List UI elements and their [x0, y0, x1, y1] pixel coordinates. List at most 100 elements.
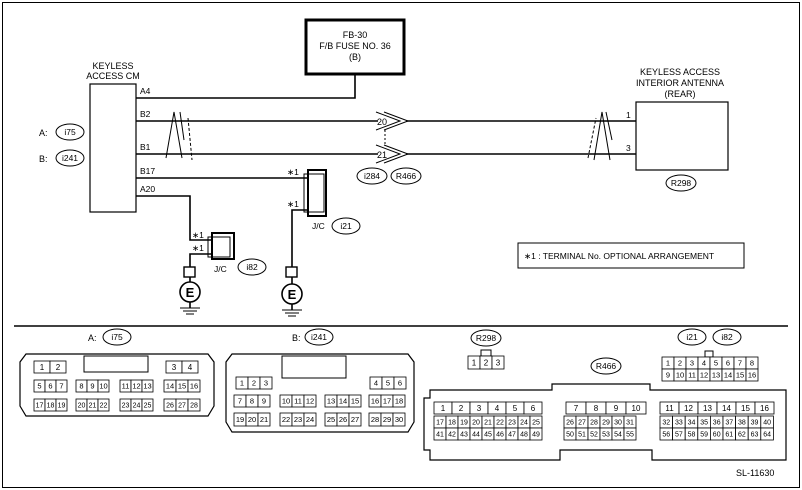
conn-b-prefix: B: — [292, 333, 301, 343]
pin-number: 17 — [383, 397, 391, 406]
antenna-title-3: (REAR) — [665, 89, 696, 99]
pin-number: 19 — [460, 420, 468, 427]
pin-cell — [97, 398, 110, 412]
pin-number: 64 — [763, 432, 771, 439]
pin-number: 2 — [678, 359, 682, 368]
conn-r298-name: R298 — [476, 333, 497, 343]
conn-a-prefix: A: — [88, 333, 97, 343]
pin-number: 9 — [262, 397, 266, 406]
inline-pin-20: 20 — [377, 117, 387, 127]
pin-number: 22 — [100, 403, 108, 410]
jc-lower-star-1: ∗1 — [192, 230, 204, 240]
pin-number: 5 — [513, 404, 518, 413]
pin-cell — [55, 379, 68, 393]
pin-cell — [257, 394, 271, 408]
fuse-name: F/B FUSE NO. 36 — [319, 41, 391, 51]
pin-number: 15 — [741, 404, 750, 413]
pin-number: 7 — [238, 397, 242, 406]
pin-number: 11 — [665, 404, 674, 413]
pin-number: 2 — [484, 358, 489, 367]
fuse-id: FB-30 — [343, 30, 368, 40]
pin-number: 21 — [484, 420, 492, 427]
pin-number: 60 — [713, 432, 721, 439]
pin-number: 19 — [236, 415, 244, 424]
fuse-sub: (B) — [349, 52, 361, 62]
conn-a-name: i75 — [111, 332, 123, 342]
pin-number: 10 — [282, 397, 290, 406]
pin-number: 24 — [133, 403, 141, 410]
pin-number: 7 — [574, 404, 579, 413]
pin-number: 30 — [395, 415, 403, 424]
pin-number: 3 — [172, 363, 177, 372]
conn-b-name: i241 — [311, 332, 327, 342]
pin-number: 1 — [472, 358, 477, 367]
pin-number: 51 — [578, 432, 586, 439]
pin-cell — [529, 427, 543, 441]
pin-cell — [625, 401, 647, 415]
pin-cell — [760, 427, 774, 441]
pin-cell — [257, 412, 271, 427]
pin-cell — [392, 394, 406, 408]
jc-lower-star-2: ∗1 — [192, 243, 204, 253]
pin-number: 23 — [508, 420, 516, 427]
pin-number: 34 — [688, 420, 696, 427]
antenna-pin-1: 1 — [626, 110, 631, 120]
pin-number: 20 — [248, 415, 256, 424]
pin-number: 49 — [532, 432, 540, 439]
pin-number: 10 — [632, 404, 641, 413]
pin-number: 2 — [252, 379, 256, 388]
pin-number: 15 — [351, 397, 359, 406]
pin-number: 5 — [37, 382, 41, 391]
pin-number: 6 — [398, 379, 402, 388]
inline-conn-i284: i284 — [364, 171, 380, 181]
pin-cell — [303, 394, 317, 408]
pin-number: 11 — [294, 397, 302, 406]
pin-number: 19 — [58, 403, 66, 410]
pin-number: 9 — [614, 404, 619, 413]
pin-a4: A4 — [140, 86, 151, 96]
pin-number: 25 — [532, 420, 540, 427]
ground-right: E — [281, 266, 303, 317]
pin-number: 12 — [132, 382, 140, 391]
jc-upper-connector: i21 — [340, 221, 352, 231]
pin-number: 1 — [666, 359, 670, 368]
figure-id: SL-11630 — [736, 468, 774, 478]
pin-number: 24 — [520, 420, 528, 427]
pin-number: 29 — [602, 420, 610, 427]
pin-number: 13 — [712, 371, 720, 380]
pin-number: 56 — [662, 432, 670, 439]
wire-a4 — [136, 74, 356, 99]
cm-conn-a: i75 — [64, 127, 76, 137]
pin-number: 29 — [383, 415, 391, 424]
pin-number: 16 — [190, 382, 198, 391]
pin-number: 62 — [738, 432, 746, 439]
pin-number: 4 — [188, 363, 193, 372]
pin-b17: B17 — [140, 166, 155, 176]
pin-number: 3 — [477, 404, 482, 413]
pin-number: 40 — [763, 420, 771, 427]
pin-number: 4 — [374, 379, 378, 388]
pin-number: 8 — [250, 397, 254, 406]
pin-number: 41 — [436, 432, 444, 439]
pin-number: 6 — [531, 404, 536, 413]
pin-number: 13 — [143, 382, 151, 391]
pin-cell — [623, 427, 637, 441]
keyless-access-cm: KEYLESS ACCESS CM — [86, 61, 140, 213]
pin-number: 28 — [590, 420, 598, 427]
pin-cell — [55, 398, 68, 412]
pin-number: 43 — [460, 432, 468, 439]
pin-number: 6 — [48, 382, 52, 391]
pin-number: 13 — [703, 404, 712, 413]
fuse-box: FB-30 F/B FUSE NO. 36 (B) — [304, 18, 406, 76]
pin-cell — [141, 398, 154, 412]
pin-number: 12 — [306, 397, 314, 406]
conn-jc-name-1: i21 — [686, 332, 698, 342]
pin-cell — [187, 379, 201, 393]
pin-cell — [187, 398, 201, 412]
